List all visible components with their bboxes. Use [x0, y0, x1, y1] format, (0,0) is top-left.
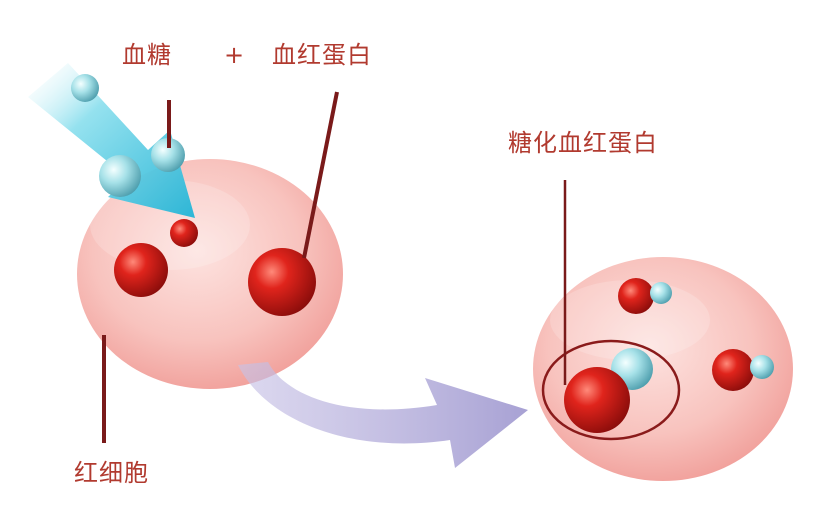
cell-highlight-right [550, 280, 710, 360]
glycated-hemoglobin-red [618, 278, 654, 314]
glycated-hemoglobin-red-large [564, 367, 630, 433]
glucose-molecule [71, 74, 99, 102]
glycated-hemoglobin-glucose [650, 282, 672, 304]
red-blood-cell-label: 红细胞 [74, 459, 149, 487]
glycated-hemoglobin-glucose [750, 355, 774, 379]
glucose-label: 血糖 [122, 41, 172, 69]
glucose-molecule [151, 138, 185, 172]
red-blood-cell-left [77, 159, 343, 389]
small-hemoglobin-molecule [170, 219, 198, 247]
glucose-molecule [99, 155, 141, 197]
glycated-hemoglobin-highlight-ring [541, 339, 681, 441]
glucose-entry-arrow [28, 63, 195, 218]
transformation-arrow [238, 362, 528, 468]
plus-sign: + [224, 41, 246, 69]
hemoglobin-leader-line [302, 91, 339, 259]
glycated-hemoglobin-label: 糖化血红蛋白 [508, 129, 658, 157]
hemoglobin-molecule [114, 243, 168, 297]
glycated-hemoglobin-red [712, 349, 754, 391]
hemoglobin-label: 血红蛋白 [272, 41, 372, 69]
hemoglobin-molecule-labeled [248, 248, 316, 316]
